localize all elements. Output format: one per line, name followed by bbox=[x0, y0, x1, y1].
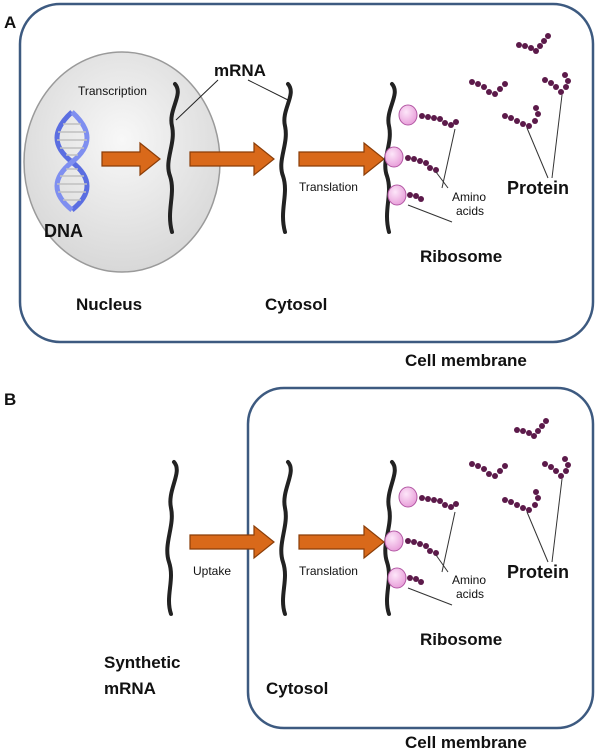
arrow-dna-to-mrna bbox=[101, 141, 161, 177]
amino-acids-label-a-line2: acids bbox=[456, 204, 484, 218]
cell-membrane-label-b: Cell membrane bbox=[405, 733, 527, 752]
panel-a-letter: A bbox=[4, 13, 16, 32]
ribosomes-b bbox=[384, 486, 418, 589]
cell-membrane-b bbox=[246, 386, 595, 730]
synthetic-label-line2: mRNA bbox=[104, 679, 156, 698]
amino-acids-label-a-line1: Amino bbox=[452, 190, 486, 204]
synthetic-mrna-strand bbox=[165, 460, 179, 616]
ribosome-label-b: Ribosome bbox=[420, 630, 502, 649]
cytosol-label-a: Cytosol bbox=[265, 295, 327, 314]
mrna-strand-cytosol bbox=[279, 82, 293, 234]
cell-membrane-label-a: Cell membrane bbox=[405, 351, 527, 370]
translation-label-a: Translation bbox=[299, 180, 358, 194]
proteins-a bbox=[469, 33, 571, 129]
translation-label-b: Translation bbox=[299, 564, 358, 578]
mrna-strand-cytosol-b bbox=[279, 460, 293, 616]
arrows-a bbox=[101, 141, 385, 177]
amino-acids-label-b-line1: Amino bbox=[452, 573, 486, 587]
ribosome-label-a: Ribosome bbox=[420, 247, 502, 266]
dna-label: DNA bbox=[44, 221, 83, 241]
ribosomes-a bbox=[384, 104, 418, 206]
arrow-export bbox=[189, 141, 275, 177]
arrow-translation-a bbox=[298, 141, 385, 177]
arrows-b bbox=[189, 524, 385, 560]
panel-b-letter: B bbox=[4, 390, 16, 409]
transcription-label: Transcription bbox=[78, 84, 147, 98]
protein-label-b: Protein bbox=[507, 562, 569, 582]
amino-acids-label-b-line2: acids bbox=[456, 587, 484, 601]
nucleus-label: Nucleus bbox=[76, 295, 142, 314]
amino-chains-a bbox=[405, 113, 459, 202]
amino-chains-b bbox=[405, 495, 459, 585]
uptake-label: Uptake bbox=[193, 564, 231, 578]
mrna-label: mRNA bbox=[214, 61, 266, 80]
protein-label-a: Protein bbox=[507, 178, 569, 198]
mrna-strand-nucleus bbox=[166, 82, 180, 234]
arrow-translation-b bbox=[298, 524, 385, 560]
cytosol-label-b: Cytosol bbox=[266, 679, 328, 698]
arrow-uptake bbox=[189, 524, 275, 560]
synthetic-label-line1: Synthetic bbox=[104, 653, 181, 672]
cell-membrane-a bbox=[18, 2, 595, 344]
dna-helix-icon bbox=[54, 110, 90, 212]
proteins-b bbox=[469, 418, 571, 513]
